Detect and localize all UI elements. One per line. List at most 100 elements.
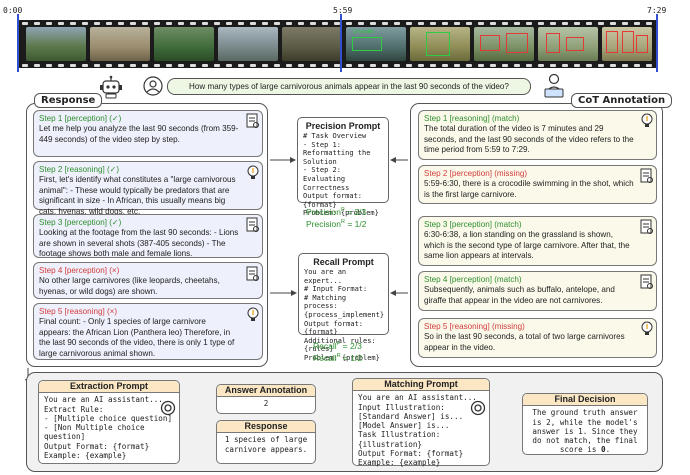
cot-step-text: 6:30-6:38, a lion standing on the grassl…	[424, 230, 630, 261]
video-frame	[474, 27, 534, 61]
prompt-line: Output Format: {format}	[44, 441, 150, 451]
extraction-prompt-title: Extraction Prompt	[39, 381, 179, 394]
precision-prompt-box: Precision Prompt # Task Overview - Step …	[297, 117, 389, 217]
timeline-start: 0:00	[3, 6, 23, 15]
timeline-marker-start	[17, 14, 19, 72]
final-decision-body: The ground truth answer is 2, while the …	[532, 408, 638, 455]
response-step-header: Step 3 [perception] (✓)	[39, 218, 122, 227]
prompt-line: Additional rules: {rules}	[304, 336, 376, 354]
animal-bbox	[606, 31, 618, 53]
metric-sup: R	[340, 219, 345, 226]
cot-step-2: Step 2 [perception] (missing) 5:59-6:30,…	[418, 165, 657, 204]
precision-p-metric: PrecisionP = 2/3	[306, 205, 366, 217]
precision-r-metric: PrecisionR = 1/2	[306, 217, 366, 229]
precision-metrics: PrecisionP = 2/3 PrecisionR = 1/2	[306, 205, 366, 230]
crocodile-bbox	[352, 37, 382, 51]
lightbulb-icon	[641, 321, 653, 335]
precision-prompt-title: Precision Prompt	[305, 121, 381, 131]
timeline-marker-end	[656, 14, 658, 72]
video-frame	[218, 27, 278, 61]
lightbulb-icon	[247, 307, 259, 321]
prompt-line: Problem: {problem}	[303, 209, 379, 218]
cot-step-header: Step 4 [perception] (match)	[424, 275, 522, 284]
prompt-line: # Task Overview	[303, 132, 367, 140]
prompt-line: Problem: {problem}	[304, 353, 380, 362]
cot-step-text: So in the last 90 seconds, a total of tw…	[424, 332, 625, 352]
response-step-text: Let me help you analyze the last 90 seco…	[39, 124, 239, 144]
recall-metrics: RecallP = 2/3 RecallR = 1/2	[313, 339, 362, 364]
prompt-line: Extract Rule:	[44, 404, 104, 414]
final-decision-title: Final Decision	[523, 394, 647, 407]
cot-step-text: Subsequently, animals such as buffalo, a…	[424, 285, 615, 305]
recall-prompt-title: Recall Prompt	[313, 257, 374, 267]
cot-step-header: Step 3 [perception] (match)	[424, 220, 522, 229]
video-frame: Crocodile	[346, 27, 406, 61]
final-score: 0	[601, 445, 606, 455]
response-panel-title: Response	[34, 93, 103, 108]
extraction-prompt-box: Extraction Prompt You are an AI assistan…	[38, 380, 180, 464]
document-icon	[640, 274, 653, 289]
video-frame	[26, 27, 86, 61]
prompt-line: You are an expert...	[304, 268, 347, 285]
metric-value: = 2/3	[344, 206, 367, 217]
metric-label: Recall	[313, 340, 337, 351]
lion-bbox	[426, 32, 450, 56]
answer-annotation-box: Answer Annotation 2	[216, 384, 316, 414]
answer-annotation-title: Answer Annotation	[217, 385, 315, 398]
prompt-line: {process_implement}	[304, 310, 385, 319]
recall-prompt-box: Recall Prompt You are an expert... # Inp…	[298, 253, 389, 362]
cot-step-5: Step 5 [reasoning] (missing) So in the l…	[418, 318, 657, 358]
response-answer-box: Response 1 species of large carnivore ap…	[216, 420, 316, 464]
video-frame	[538, 27, 598, 61]
animal-bbox	[636, 35, 648, 53]
recall-p-metric: RecallP = 2/3	[313, 339, 362, 351]
prompt-line: Input Illustration:	[358, 402, 445, 412]
robot-icon	[100, 75, 122, 99]
metric-value: = 2/3	[340, 340, 362, 351]
prompt-line: Example: {example}	[44, 451, 127, 461]
response-step-3: Step 3 [perception] (✓) Looking at the f…	[33, 214, 263, 258]
prompt-line: - [Non Multiple choice question]	[44, 423, 145, 442]
cot-step-header: Step 1 [reasoning] (match)	[424, 114, 520, 123]
response-step-header: Step 2 [reasoning] (✓)	[39, 165, 120, 174]
metric-sup: P	[340, 207, 345, 213]
video-frame	[602, 27, 652, 61]
video-frame	[410, 27, 470, 61]
film-perforations-top	[18, 21, 658, 26]
document-icon	[246, 266, 259, 281]
cot-panel-title: CoT Annotation	[571, 93, 673, 108]
lightbulb-icon	[247, 165, 259, 179]
openai-icon	[160, 400, 176, 416]
response-step-text: No other large carnivores (like leopards…	[39, 276, 220, 296]
response-step-header: Step 1 [perception] (✓)	[39, 114, 122, 123]
metric-label: Precision	[306, 219, 341, 230]
animal-bbox	[622, 31, 634, 53]
prompt-line: # Matching process:	[304, 293, 347, 311]
video-frame	[154, 27, 214, 61]
prompt-line: Example: {example}	[358, 458, 441, 468]
metric-sup: P	[336, 341, 341, 347]
final-decision-text: The ground truth answer is 2, while the …	[528, 408, 642, 454]
prompt-line: [Standard Answer] is...	[358, 411, 464, 421]
answer-annotation-value: 2	[263, 399, 269, 409]
matching-prompt-title: Matching Prompt	[353, 379, 489, 392]
metric-value: = 1/2	[340, 353, 363, 364]
animal-bbox	[480, 35, 500, 51]
prompt-line: Output format: {format}	[304, 319, 364, 337]
cot-step-text: The total duration of the video is 7 min…	[424, 124, 634, 155]
cot-step-3: Step 3 [perception] (match) 6:30-6:38, a…	[418, 216, 657, 266]
animal-bbox	[546, 33, 560, 53]
metric-label: Precision	[306, 206, 341, 217]
cot-step-4: Step 4 [perception] (match) Subsequently…	[418, 271, 657, 311]
timeline-marker-mid	[340, 14, 342, 72]
metric-label: Recall	[313, 353, 337, 364]
prompt-line: - Step 2: Evaluating Correctness	[303, 166, 350, 192]
cot-step-text: 5:59-6:30, there is a crocodile swimming…	[424, 179, 634, 199]
response-step-2: Step 2 [reasoning] (✓) First, let's iden…	[33, 161, 263, 216]
response-step-5: Step 5 [reasoning] (×) Final count: - On…	[33, 303, 263, 360]
video-filmstrip: Crocodile	[18, 20, 658, 68]
animal-bbox	[566, 37, 584, 51]
response-step-text: First, let's identify what constitutes a…	[39, 175, 236, 216]
response-step-1: Step 1 [perception] (✓) Let me help you …	[33, 110, 263, 157]
openai-icon	[470, 400, 486, 416]
